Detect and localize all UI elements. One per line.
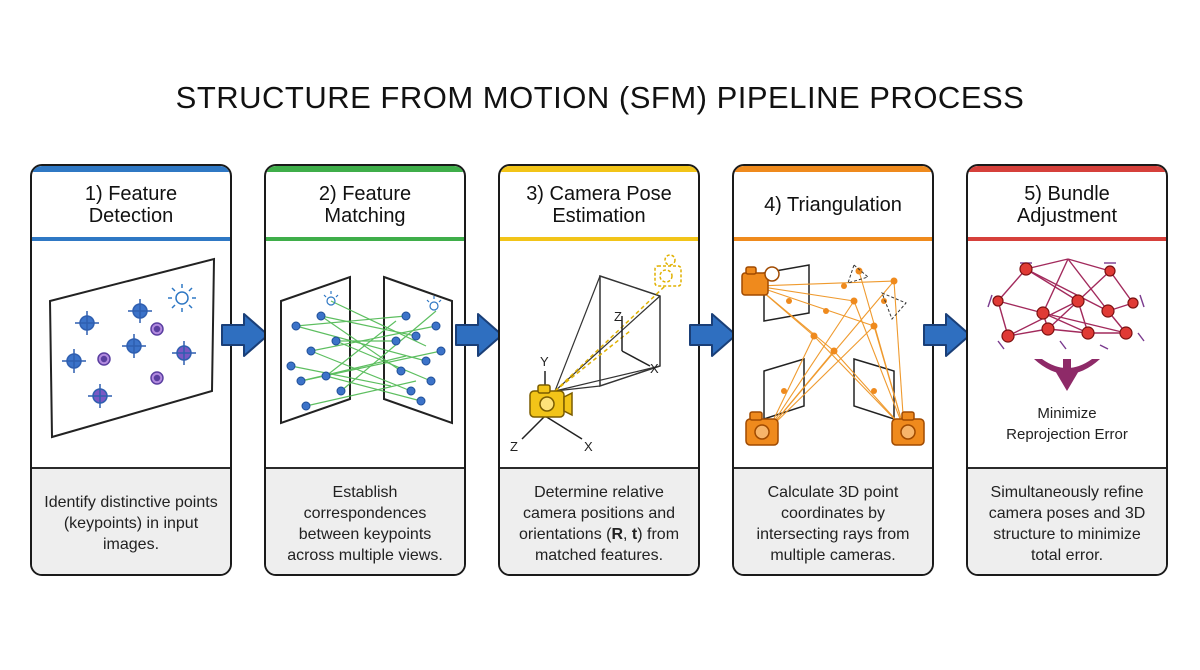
step-color-bar [500,166,698,172]
triangulation-icon [734,241,932,467]
step-header-line1: 4) Triangulation [764,194,902,216]
camera-pose-icon: Z X Y X Z [500,241,698,467]
step-description: Identify distinctive points (keypoints) … [32,467,230,574]
minimize-caption-line1: Minimize [1037,405,1097,422]
step-header-line1: 5) Bundle [1024,183,1110,205]
next-step-arrow-icon [689,313,737,357]
step-header-line2: Estimation [552,205,646,227]
step-header-line2: Detection [88,205,174,227]
step-header: 4) Triangulation [734,172,932,238]
step-divider [32,237,230,241]
camera-icon [529,384,573,418]
frustum-axis-z-label: Z [614,309,622,324]
step-card-feature-matching: 2) Feature Matching [264,164,466,576]
step-header-line1: 2) Feature [318,183,412,205]
step-divider [968,237,1166,241]
next-step-arrow-icon [923,313,971,357]
step-divider [500,237,698,241]
step-color-bar [734,166,932,172]
next-step-arrow-icon [455,313,503,357]
next-step-arrow-icon [221,313,269,357]
step-header-line2: Adjustment [1016,205,1118,227]
step-card-camera-pose-estimation: 3) Camera Pose Estimation Z X [498,164,700,576]
step-divider [266,237,464,241]
step-description: Calculate 3D point coordinates by inters… [734,467,932,574]
minimize-caption-line2: Reprojection Error [1006,426,1128,443]
world-axis-x-label: X [584,439,593,454]
step-color-bar [266,166,464,172]
keypoint-image-icon [32,241,230,467]
matched-views-icon [266,241,464,467]
step-card-triangulation: 4) Triangulation [732,164,934,576]
step-header: 5) Bundle Adjustment [968,172,1166,238]
bundle-graph-icon: Minimize Reprojection Error [968,241,1166,467]
step-header-line1: 3) Camera Pose [526,183,672,205]
step-header: 3) Camera Pose Estimation [500,172,698,238]
step-header-line2: Matching [324,205,406,227]
step-description: Simultaneously refine camera poses and 3… [968,467,1166,574]
camera-icon [745,411,779,446]
camera-icon [891,411,925,446]
world-axis-y-label: Y [540,354,549,369]
step-color-bar [32,166,230,172]
frustum-axis-x-label: X [650,361,659,376]
step-divider [734,237,932,241]
camera-icon [741,266,780,296]
world-axis-z-label: Z [510,439,518,454]
step-description: Establish correspondences between keypoi… [266,467,464,574]
step-color-bar [968,166,1166,172]
page-title: STRUCTURE FROM MOTION (SFM) PIPELINE PRO… [175,80,1025,115]
step-header: 2) Feature Matching [266,172,464,238]
step-description: Determine relative camera positions and … [500,467,698,574]
step-card-feature-detection: 1) Feature Detection [30,164,232,576]
step-card-bundle-adjustment: 5) Bundle Adjustment [966,164,1168,576]
step-header: 1) Feature Detection [32,172,230,238]
step-header-line1: 1) Feature [84,183,178,205]
